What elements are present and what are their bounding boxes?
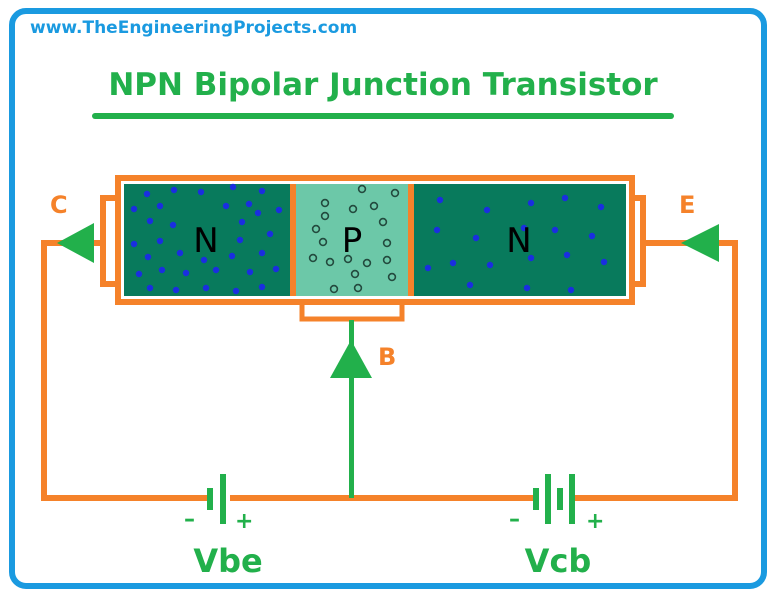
collector-contact bbox=[100, 195, 117, 287]
battery-vcb-plus: + bbox=[586, 509, 604, 534]
title-underline bbox=[92, 113, 674, 119]
battery-vbe-label: Vbe bbox=[193, 542, 262, 580]
junction-separator-left bbox=[290, 184, 296, 296]
emitter-contact bbox=[633, 195, 646, 287]
junction-separator-right bbox=[408, 184, 414, 296]
n-region-left bbox=[124, 184, 290, 296]
region-label-n-right: N bbox=[506, 221, 531, 261]
website-url: www.TheEngineeringProjects.com bbox=[30, 18, 357, 38]
collector-label: C bbox=[50, 191, 68, 219]
battery-vbe-plus: + bbox=[235, 509, 253, 534]
region-label-n-left: N bbox=[193, 221, 218, 261]
base-label: B bbox=[378, 343, 396, 371]
page-title: NPN Bipolar Junction Transistor bbox=[108, 67, 658, 103]
battery-vcb-minus: – bbox=[509, 507, 520, 532]
transistor-outline bbox=[115, 175, 635, 305]
battery-icon-vcb bbox=[533, 474, 575, 524]
emitter-label: E bbox=[679, 191, 695, 219]
outer-frame bbox=[9, 8, 767, 589]
base-current-line bbox=[349, 320, 354, 498]
region-label-p: P bbox=[342, 221, 363, 261]
holes-p-region bbox=[308, 184, 400, 294]
battery-vbe-minus: – bbox=[184, 507, 195, 532]
battery-vcb-label: Vcb bbox=[525, 542, 592, 580]
electrons-left bbox=[130, 183, 283, 295]
battery-icon-vbe bbox=[207, 474, 226, 524]
n-region-right bbox=[414, 184, 626, 296]
collector-arrow-icon bbox=[57, 223, 94, 263]
electrons-right bbox=[424, 194, 608, 294]
base-contact bbox=[299, 303, 405, 322]
base-arrow-icon bbox=[330, 340, 372, 378]
emitter-arrow-icon bbox=[681, 224, 719, 262]
